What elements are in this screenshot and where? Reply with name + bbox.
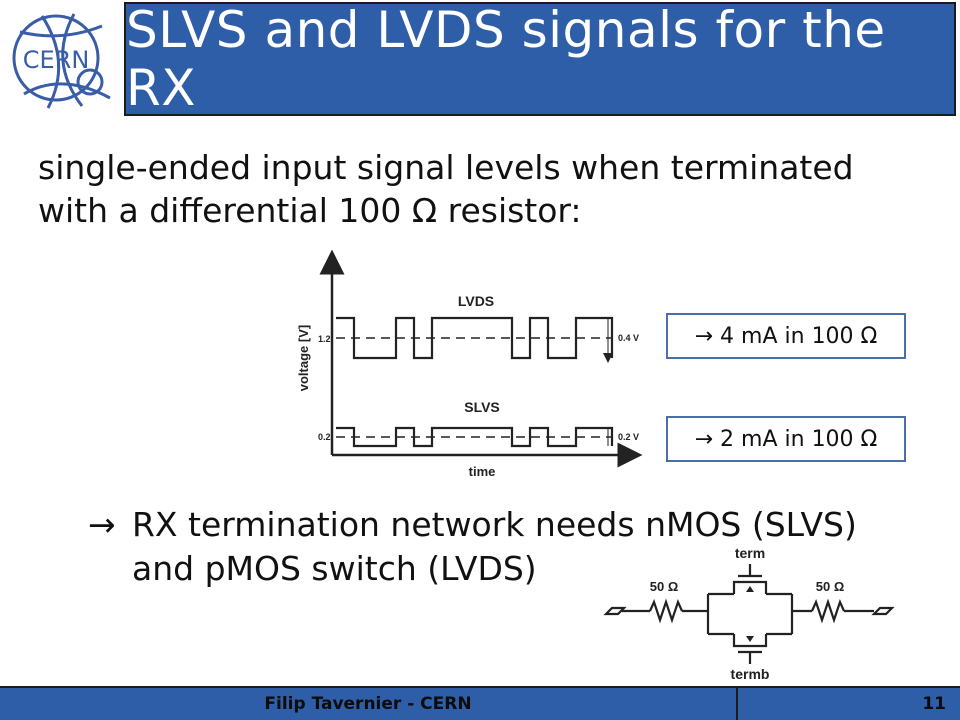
right-port-icon xyxy=(871,606,895,616)
arrow-icon: → xyxy=(88,505,116,544)
cern-logo: CERN xyxy=(2,2,120,120)
title-bar: SLVS and LVDS signals for the RX xyxy=(124,1,956,117)
left-resistor-icon xyxy=(648,598,684,624)
slvs-waveform xyxy=(336,426,614,448)
callout-slvs-current: → 2 mA in 100 Ω xyxy=(666,416,906,462)
intro-line-1: single-ended input signal levels when te… xyxy=(38,148,854,187)
footer-page-number: 11 xyxy=(922,694,946,714)
x-axis-label: time xyxy=(469,464,496,479)
bullet-line-1: RX termination network needs nMOS (SLVS) xyxy=(132,505,857,544)
right-resistor-icon xyxy=(810,598,846,624)
lvds-label: LVDS xyxy=(458,293,494,309)
slvs-swing-label: 0.2 V xyxy=(618,432,639,442)
waveform-figure: voltage [V] time LVDS 1.2 0.4 V SLVS 0.2… xyxy=(290,249,650,487)
pmos-switch-icon xyxy=(732,580,768,594)
left-port-icon xyxy=(603,606,627,616)
lvds-swing-label: 0.4 V xyxy=(618,333,639,343)
slvs-level-tick: 0.2 xyxy=(318,432,331,442)
termb-label: termb xyxy=(731,666,770,682)
slvs-label: SLVS xyxy=(464,399,500,415)
lvds-level-tick: 1.2 xyxy=(318,334,331,344)
callout-lvds-current: → 4 mA in 100 Ω xyxy=(666,313,906,359)
lvds-waveform xyxy=(336,316,614,360)
termination-schematic: term termb 50 Ω 50 Ω xyxy=(598,540,908,687)
intro-line-2: with a differential 100 Ω resistor: xyxy=(38,191,582,230)
slide-title: SLVS and LVDS signals for the RX xyxy=(126,1,886,117)
intro-text: single-ended input signal levels when te… xyxy=(38,146,938,232)
footer-bar: Filip Tavernier - CERN 11 xyxy=(0,686,960,720)
bullet-rx-termination: → RX termination network needs nMOS (SLV… xyxy=(88,503,857,591)
bullet-line-2: and pMOS switch (LVDS) xyxy=(132,549,537,588)
nmos-switch-icon xyxy=(732,634,768,648)
footer-presenter: Filip Tavernier - CERN xyxy=(0,688,738,720)
term-label: term xyxy=(735,545,765,561)
right-resistor-label: 50 Ω xyxy=(816,579,845,594)
logo-text: CERN xyxy=(23,46,90,74)
y-axis-label: voltage [V] xyxy=(296,325,311,391)
left-resistor-label: 50 Ω xyxy=(650,579,679,594)
